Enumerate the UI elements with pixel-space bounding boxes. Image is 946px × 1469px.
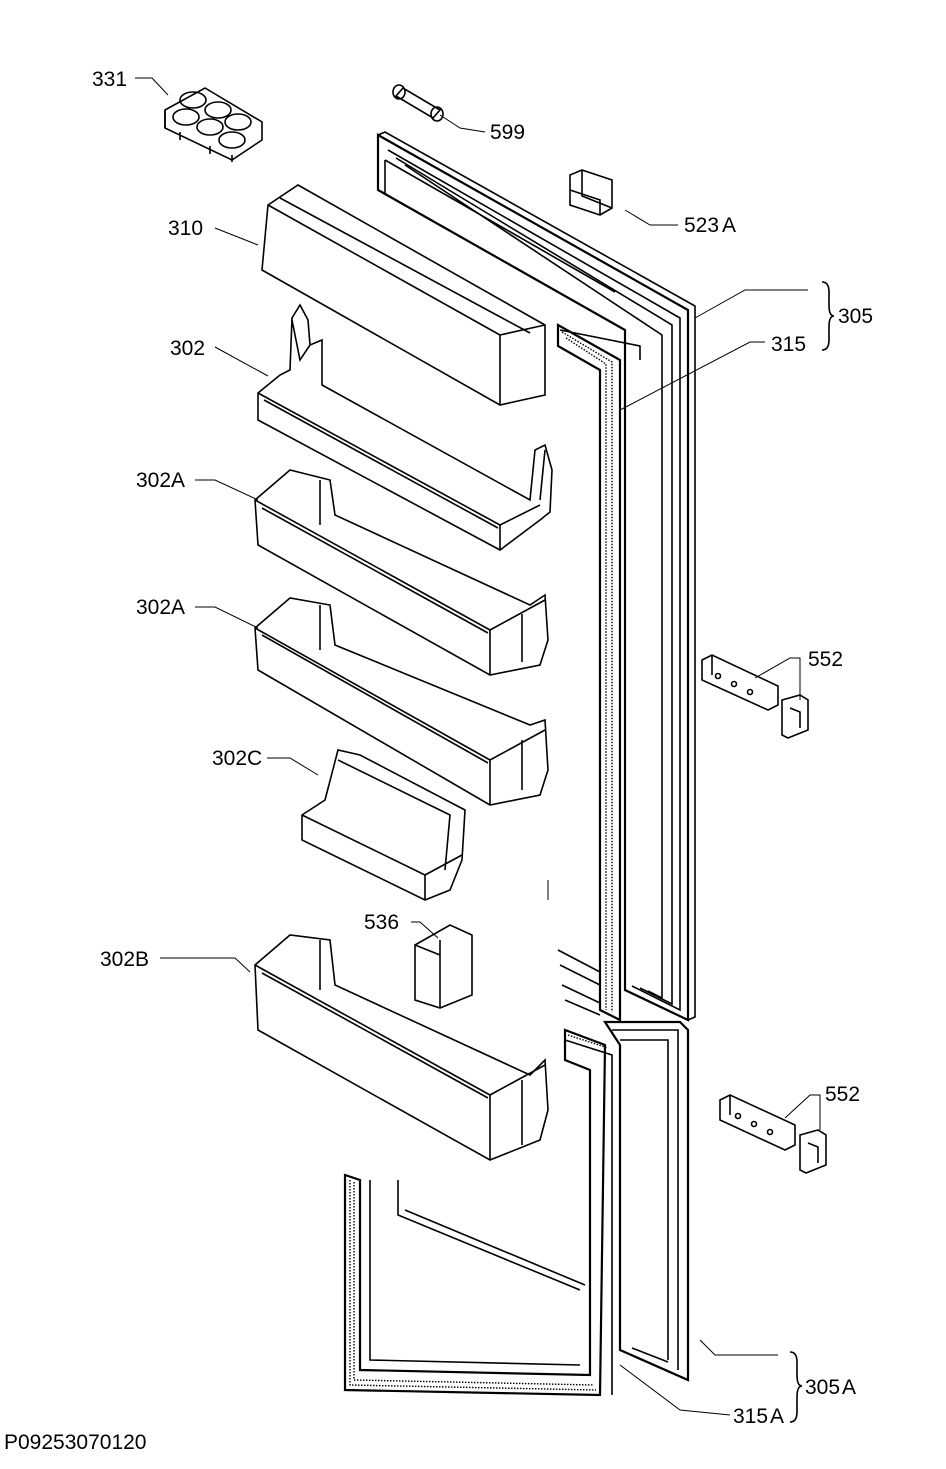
upper-door	[376, 131, 696, 1022]
label-302a-2: 302A	[136, 596, 185, 619]
clip-part	[414, 924, 473, 1009]
drawing-code: P09253070120	[4, 1431, 146, 1454]
hinge-cover-part	[569, 169, 613, 216]
label-302: 302	[170, 337, 205, 360]
hinge-part-552-1	[701, 654, 809, 739]
label-305a-number: 305	[805, 1376, 840, 1399]
door-shelf-302a-2	[254, 597, 549, 806]
label-305a-suffix: A	[842, 1376, 856, 1399]
dairy-lid-part	[261, 184, 546, 406]
label-302c: 302C	[212, 747, 262, 770]
door-shelf-302b	[254, 934, 549, 1161]
label-523a-suffix: A	[722, 214, 736, 237]
grouping-braces	[789, 281, 835, 1423]
label-315: 315	[771, 333, 806, 356]
label-599: 599	[490, 121, 525, 144]
label-305: 305	[838, 305, 873, 328]
door-shelf-302	[257, 303, 553, 551]
label-305a: 305A	[805, 1376, 856, 1399]
hinge-part-552-2	[719, 1094, 827, 1174]
label-302a-1: 302A	[136, 469, 185, 492]
label-523a-number: 523	[684, 214, 719, 237]
label-315a-number: 315	[733, 1405, 768, 1428]
label-552-2: 552	[825, 1083, 860, 1106]
label-310: 310	[168, 217, 203, 240]
label-302b: 302B	[100, 948, 149, 971]
label-536: 536	[364, 911, 399, 934]
label-331: 331	[92, 68, 127, 91]
lower-door	[343, 1020, 690, 1397]
egg-tray-part	[164, 87, 263, 162]
door-shelf-302c	[301, 749, 466, 901]
leader-lines	[135, 77, 821, 1416]
pin-part	[392, 84, 444, 122]
label-552-1: 552	[808, 648, 843, 671]
door-shelf-302a-1	[254, 469, 549, 676]
label-315a: 315A	[733, 1405, 784, 1428]
label-315a-suffix: A	[770, 1405, 784, 1428]
